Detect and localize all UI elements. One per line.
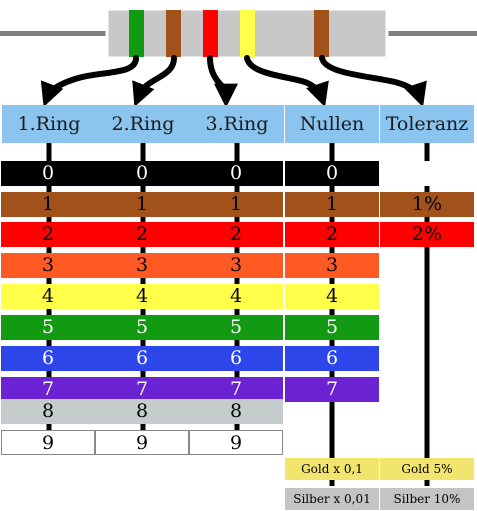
color-band: 3 (1, 253, 95, 278)
color-band: 5 (1, 315, 95, 340)
color-band: 0 (95, 161, 189, 186)
color-band: 2 (285, 222, 379, 247)
color-band: 9 (1, 430, 95, 455)
color-band: 0 (189, 161, 283, 186)
resistor-ring-3 (203, 10, 218, 57)
column-label: Nullen (285, 105, 379, 143)
color-band: 1 (1, 192, 95, 217)
color-band: 1 (189, 192, 283, 217)
resistor-rings (129, 10, 329, 57)
color-band: 1% (380, 192, 474, 217)
color-band: 7 (189, 377, 283, 402)
color-band: 3 (189, 253, 283, 278)
color-band: 2% (380, 222, 474, 247)
color-band: Silber 10% (380, 488, 474, 510)
color-band: 4 (95, 284, 189, 309)
column-label: Toleranz (380, 105, 474, 143)
color-band: 3 (285, 253, 379, 278)
color-band: 4 (285, 284, 379, 309)
color-band: 6 (285, 346, 379, 371)
color-band: 5 (285, 315, 379, 340)
resistor-ring-2 (166, 10, 181, 57)
color-band: 0 (285, 161, 379, 186)
arrow-ring-4 (244, 55, 329, 108)
resistor-lead-right (387, 31, 477, 36)
color-band: 5 (95, 315, 189, 340)
color-band: 7 (1, 377, 95, 402)
resistor-ring-4 (240, 10, 255, 57)
color-band: 9 (189, 430, 283, 455)
color-band: 8 (1, 399, 95, 424)
color-band: Gold 5% (380, 458, 474, 480)
color-band: 5 (189, 315, 283, 340)
color-band: 4 (189, 284, 283, 309)
color-band: 1 (95, 192, 189, 217)
column-label: 2.Ring (96, 105, 190, 143)
column-label: 1.Ring (2, 105, 96, 143)
color-band: 3 (95, 253, 189, 278)
color-band: 2 (1, 222, 95, 247)
resistor-lead-left (0, 31, 107, 36)
color-band: Silber x 0,01 (285, 488, 379, 510)
arrow-ring-5 (319, 55, 427, 108)
resistor-ring-5 (314, 10, 329, 57)
column-label: 3.Ring (190, 105, 284, 143)
color-band: 2 (189, 222, 283, 247)
color-band: 8 (189, 399, 283, 424)
ring-arrows (40, 55, 427, 108)
arrow-ring-2 (132, 55, 177, 107)
color-band: 1 (285, 192, 379, 217)
color-band: 4 (1, 284, 95, 309)
arrow-ring-1 (40, 55, 139, 107)
resistor-ring-1 (129, 10, 144, 57)
color-band (380, 161, 474, 186)
color-band: Gold x 0,1 (285, 458, 379, 480)
color-band: 7 (95, 377, 189, 402)
color-band: 2 (95, 222, 189, 247)
color-band: 9 (95, 430, 189, 455)
color-band: 6 (189, 346, 283, 371)
color-band: 7 (285, 377, 379, 402)
arrow-ring-3 (207, 55, 238, 108)
color-band: 6 (1, 346, 95, 371)
color-band: 6 (95, 346, 189, 371)
color-band: 0 (1, 161, 95, 186)
color-band: 8 (95, 399, 189, 424)
